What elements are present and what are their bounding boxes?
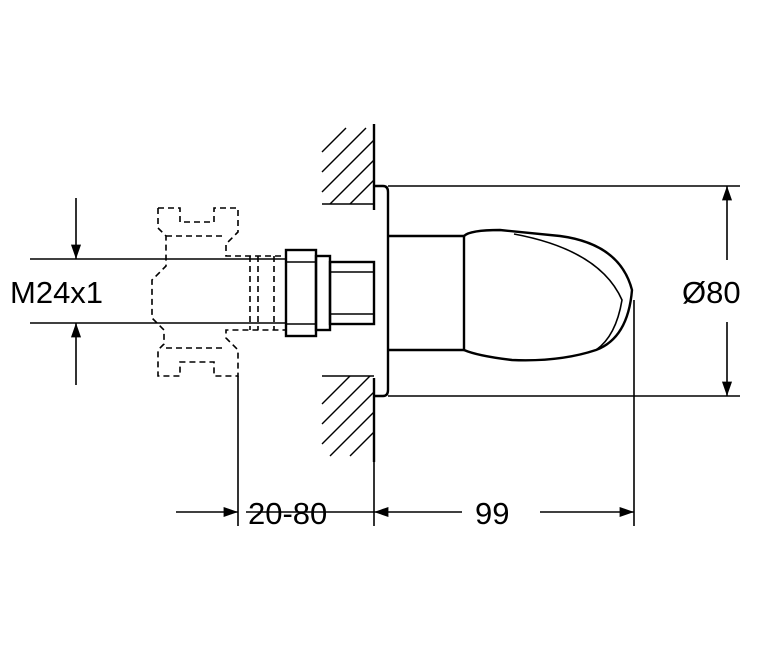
dimension-diameter: Ø80	[682, 186, 741, 396]
rosette-plate	[374, 184, 390, 398]
handle	[463, 228, 634, 362]
extension-lines	[30, 185, 740, 526]
concealed-body-dashed	[151, 207, 286, 377]
dimension-depth-range: 20-80	[176, 496, 374, 531]
label-thread: M24x1	[10, 275, 103, 310]
wall-lower	[321, 375, 376, 462]
connector-nut	[284, 248, 318, 338]
label-diameter: Ø80	[682, 275, 741, 310]
wall-upper	[321, 124, 376, 210]
dimension-thread: M24x1	[10, 198, 103, 385]
dimension-projection: 99	[374, 496, 634, 531]
valve-body	[388, 234, 466, 352]
label-projection: 99	[475, 496, 509, 531]
label-depth-range: 20-80	[248, 496, 327, 531]
spindle	[314, 254, 376, 332]
